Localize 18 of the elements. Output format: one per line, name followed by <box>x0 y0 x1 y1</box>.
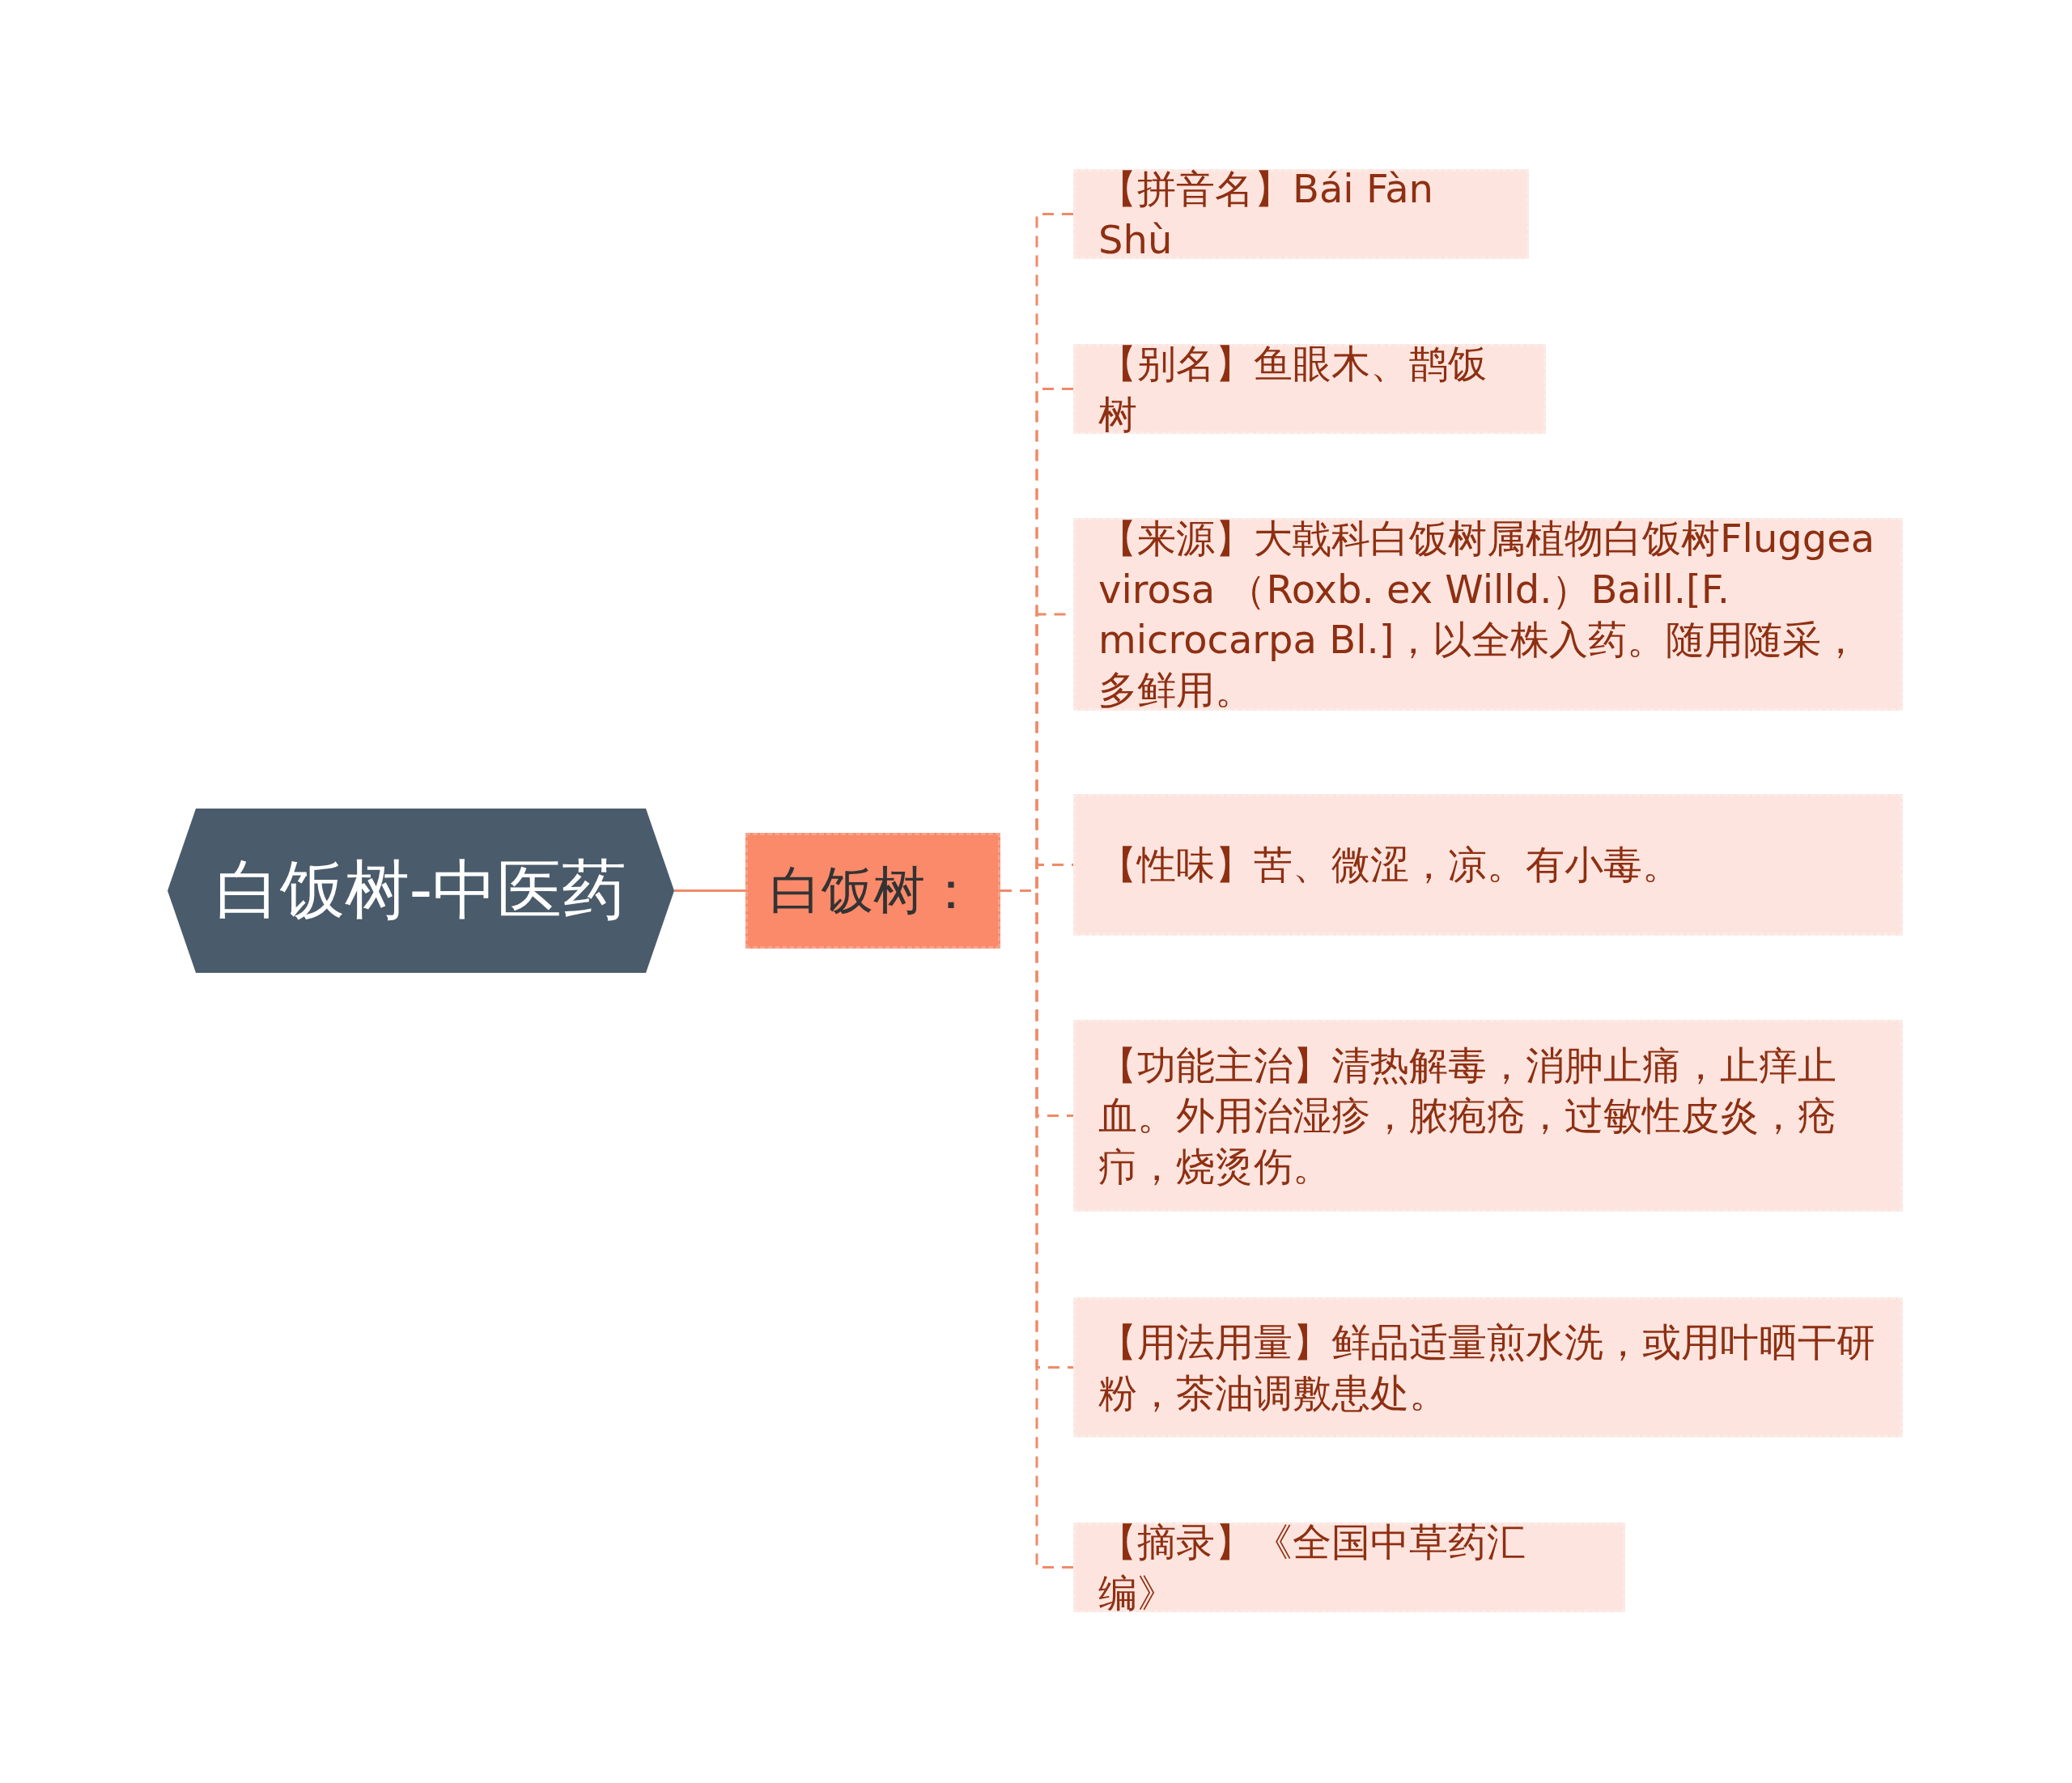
note-box <box>1073 169 1529 259</box>
note-text: 【别名】鱼眼木、鹊饭树 <box>1098 340 1488 439</box>
note-text: 【功能主治】清热解毒，消肿止痛，止痒止血。外用治湿疹，脓疱疮，过敏性皮炎，疮疖，烧烫伤。 <box>1098 1041 1837 1191</box>
note-text: 【用法用量】鲜品适量煎水洗，或用叶晒干研粉，茶油调敷患处。 <box>1098 1318 1876 1417</box>
note-box <box>1073 344 1546 434</box>
note-box <box>1073 794 1903 936</box>
branch-label: 白饭树： <box>769 860 977 922</box>
topic-title: 白饭树-中医药 <box>214 851 628 929</box>
note-text: 【性味】苦、微涩，凉。有小毒。 <box>1098 841 1681 889</box>
connector <box>674 889 745 892</box>
branch-box <box>745 833 1000 949</box>
topic-hexagon <box>168 809 674 973</box>
note-box <box>1073 1020 1903 1212</box>
note-text: 【拼音名】Bái Fàn Shù <box>1098 165 1434 264</box>
note-text: 【摘录】《全国中草药汇编》 <box>1098 1518 1526 1617</box>
note-box <box>1073 1522 1625 1612</box>
note-box <box>1073 1297 1903 1437</box>
note-text: 【来源】大戟科白饭树属植物白饭树Fluggea virosa （Roxb. ex Willd.）Baill.[F. microcarpa Bl.]，以全株入药。随用随采，多鲜用。 <box>1098 515 1876 715</box>
